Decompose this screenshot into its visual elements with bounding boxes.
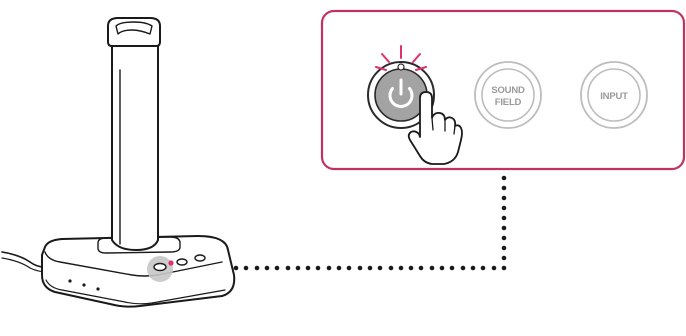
pointing-hand-icon — [407, 91, 463, 165]
base-power-button[interactable] — [153, 262, 167, 272]
leader-dot — [501, 245, 507, 251]
leader-dot — [501, 265, 507, 271]
leader-dot — [501, 175, 507, 181]
power-icon — [388, 78, 414, 108]
leader-dot — [377, 265, 383, 271]
leader-dot — [501, 215, 507, 221]
leader-dot — [480, 265, 486, 271]
leader-line — [233, 175, 507, 271]
input-button[interactable]: INPUT — [580, 61, 648, 129]
press-rays-icon — [375, 45, 427, 71]
leader-dot — [315, 265, 321, 271]
leader-dot — [501, 195, 507, 201]
leader-dot — [501, 185, 507, 191]
tower-cap-slot — [115, 21, 153, 35]
leader-dot — [418, 265, 424, 271]
sound-field-label-line2: FIELD — [495, 97, 522, 108]
leader-dot — [501, 235, 507, 241]
leader-dot — [285, 265, 291, 271]
leader-dot — [346, 265, 352, 271]
base-button-input — [194, 254, 206, 262]
leader-dot — [367, 265, 373, 271]
base-bottom-rim — [45, 279, 226, 305]
leader-dot — [264, 265, 270, 271]
leader-dot — [429, 265, 435, 271]
base-button-sound-field — [176, 258, 188, 266]
leader-dot — [491, 265, 497, 271]
port-dot — [82, 283, 86, 287]
leader-dot — [460, 265, 466, 271]
power-indicator-light — [397, 63, 405, 71]
leader-dot — [408, 265, 414, 271]
leader-dot — [274, 265, 280, 271]
leader-dot — [357, 265, 363, 271]
leader-dot — [439, 265, 445, 271]
leader-dot — [449, 265, 455, 271]
leader-dot — [336, 265, 342, 271]
port-dot — [68, 279, 72, 283]
tower-column — [111, 32, 159, 251]
leader-dot — [243, 265, 249, 271]
leader-dot — [501, 255, 507, 261]
base-recess — [97, 236, 181, 254]
leader-dot — [305, 265, 311, 271]
sound-field-label-line1: SOUND — [491, 85, 525, 96]
leader-dot — [388, 265, 394, 271]
status-light — [168, 260, 174, 266]
leader-dot — [295, 265, 301, 271]
transmitter-stand — [1, 17, 236, 308]
leader-dot — [501, 205, 507, 211]
input-label: INPUT — [600, 91, 628, 102]
input-button-face — [587, 68, 641, 122]
power-button[interactable] — [367, 45, 435, 129]
sound-field-button-face — [481, 68, 535, 122]
leader-dot — [233, 265, 239, 271]
leader-dot — [254, 265, 260, 271]
base-body — [41, 235, 236, 308]
leader-dot — [501, 225, 507, 231]
leader-dot — [470, 265, 476, 271]
sound-field-button[interactable]: SOUND FIELD — [474, 61, 542, 129]
port-dot — [96, 287, 100, 291]
leader-dot — [398, 265, 404, 271]
leader-dot — [326, 265, 332, 271]
